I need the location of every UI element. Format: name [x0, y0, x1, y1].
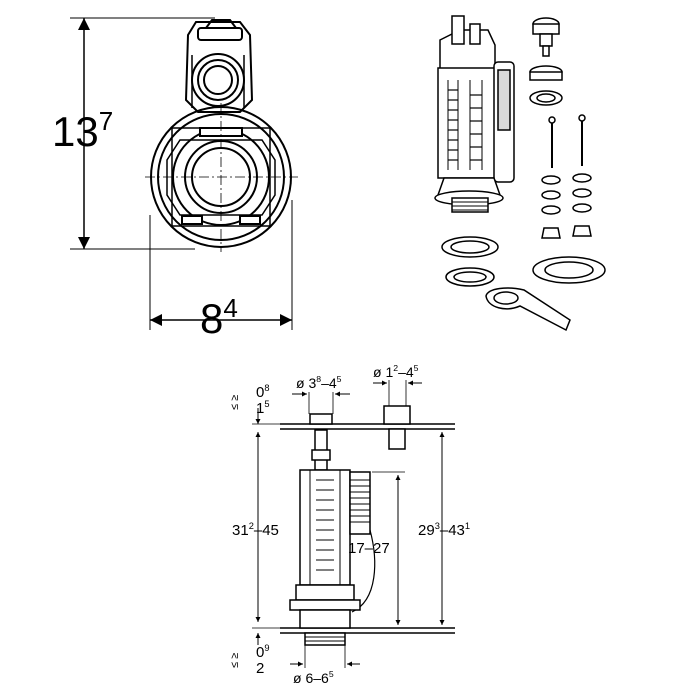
- exploded-parts-illustration: [434, 15, 606, 332]
- width-dimension-label: 84: [200, 293, 238, 342]
- top-gap-symbols: ≤ ≥: [229, 395, 241, 410]
- top-gap-min-label: 08: [256, 383, 270, 401]
- top-right-diameter-label: ø 12–45: [373, 363, 419, 380]
- bottom-gap-max-label: 2: [256, 660, 264, 677]
- bottom-gap-min-label: 09: [256, 643, 270, 661]
- top-view-drawing: [70, 17, 298, 330]
- left-height-label: 312–45: [232, 521, 279, 539]
- top-gap-max-label: 15: [256, 399, 270, 417]
- top-left-diameter-label: ø 38–45: [296, 374, 342, 391]
- height-dimension-label: 137: [52, 106, 113, 155]
- bottom-gap-symbols: ≤ ≥: [229, 653, 241, 668]
- bottom-diameter-label: ø 6–65: [293, 669, 334, 686]
- middle-height-label: 17–27: [348, 540, 390, 557]
- side-view-drawing: [252, 380, 455, 668]
- right-height-label: 293–431: [418, 521, 470, 539]
